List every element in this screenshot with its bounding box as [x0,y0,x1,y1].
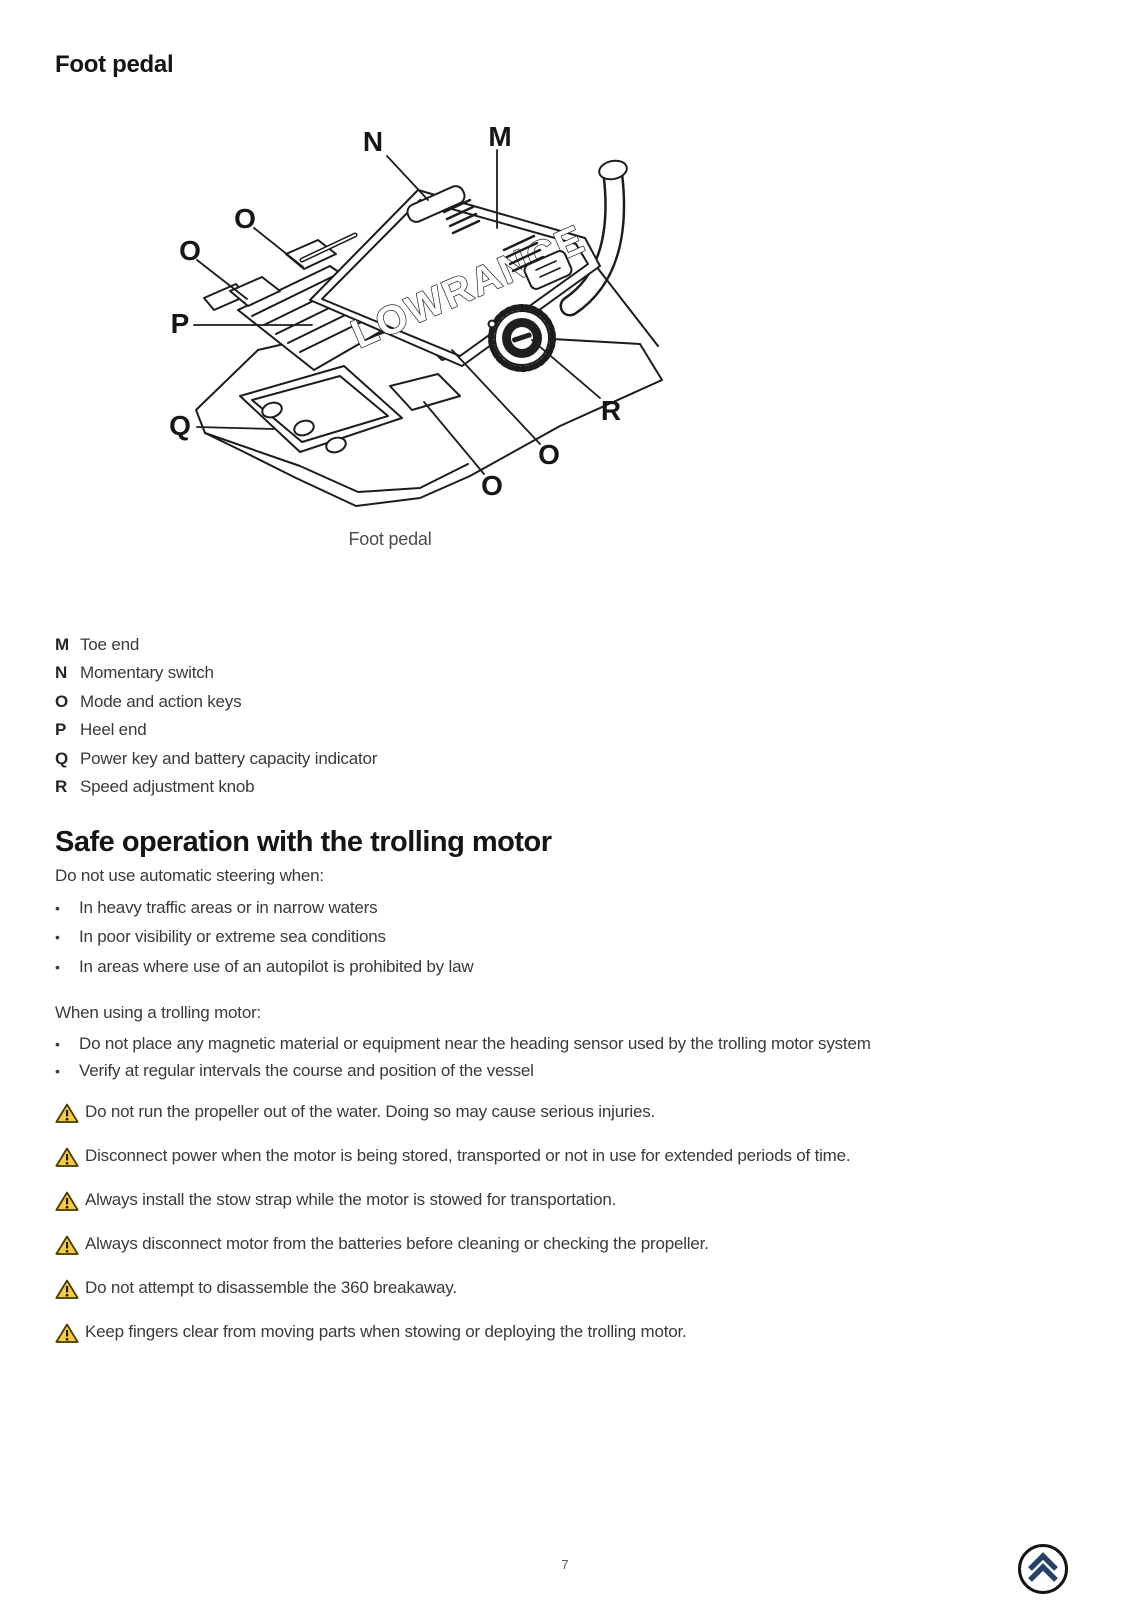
callout-legend: M Toe end N Momentary switch O Mode and act… [55,631,377,801]
legend-label: Speed adjustment knob [80,776,255,796]
warnings-list: Do not run the propeller out of the wate… [55,1101,851,1365]
callout-label-r: R [601,395,621,426]
list-item-text: In areas where use of an autopilot is pr… [79,956,474,976]
warning-triangle-icon [55,1191,79,1211]
list-item: • Verify at regular intervals the course … [55,1057,871,1084]
bullet-list-trolling: • Do not place any magnetic material or e… [55,1030,871,1085]
legend-label: Mode and action keys [80,691,242,711]
warning-row: Disconnect power when the motor is being… [55,1145,851,1169]
power-key-plate [239,365,403,454]
section-heading: Safe operation with the trolling motor [55,826,552,858]
bullet-icon: • [55,1063,60,1080]
speed-knob [487,304,556,372]
callout-label-o2: O [179,235,201,266]
toe-pedal: LOWRANCE [309,189,601,367]
warning-row: Keep fingers clear from moving parts whe… [55,1321,850,1345]
legend-item: P Heel end [55,716,377,744]
bullet-icon: • [55,958,60,975]
badge [523,250,573,290]
legend-label: Heel end [80,720,147,740]
callout-label-m: M [488,121,511,152]
legend-key: Q [55,748,69,768]
diagram-caption: Foot pedal [348,529,432,549]
cable [559,159,628,317]
warning-text: Keep fingers clear from moving parts whe… [85,1322,687,1341]
list-item-text: In heavy traffic areas or in narrow wate… [79,898,378,917]
legend-label: Power key and battery capacity indicator [80,748,378,768]
warning-triangle-icon [55,1235,79,1255]
bullet-icon: • [55,1036,60,1052]
warning-text: Do not attempt to disassemble the 360 br… [85,1278,457,1297]
legend-label: Toe end [80,635,140,654]
list-item: • In poor visibility or extreme sea condi… [55,922,473,951]
list-item-text: In poor visibility or extreme sea condit… [79,927,386,947]
warning-row: Always disconnect motor from the batteri… [55,1233,850,1257]
list-item-text: Verify at regular intervals the course a… [79,1061,534,1081]
warning-row: Always install the stow strap while the … [55,1189,850,1213]
legend-item: M Toe end [55,631,377,659]
legend-key: R [55,776,68,796]
list-item: • Do not place any magnetic material or e… [55,1030,871,1057]
warning-text: Disconnect power when the motor is being… [85,1146,851,1165]
page-number: 7 [561,1557,569,1572]
lowrance-arrows-logo-icon [1018,1544,1068,1594]
warning-text: Always install the stow strap while the … [85,1190,617,1209]
callout-label-o3: O [538,439,560,470]
page-title: Foot pedal [55,51,174,78]
legend-key: M [55,635,70,654]
warning-triangle-icon [55,1103,79,1123]
warning-row: Do not run the propeller out of the wate… [55,1101,850,1125]
callout-labels: N M O O P Q R O O [169,121,621,501]
warning-triangle-icon [55,1279,79,1299]
intro-paragraph-2: When using a trolling motor: [55,1003,262,1022]
warning-triangle-icon [55,1323,79,1343]
legend-key: N [55,663,68,683]
momentary-switch [406,185,466,223]
callout-label-n: N [363,126,383,157]
legend-item: Q Power key and battery capacity indicato… [55,745,377,773]
callout-label-o4: O [481,470,503,501]
callout-label-p: P [171,308,190,339]
callout-label-q: Q [169,410,191,441]
legend-item: O Mode and action keys [55,688,377,716]
list-item: • In areas where use of an autopilot is p… [55,952,474,981]
intro-paragraph: Do not use automatic steering when: [55,866,324,885]
foot-pedal-diagram: LOWRANCE [169,121,663,507]
warning-text: Always disconnect motor from the batteri… [85,1234,709,1253]
legend-key: O [55,691,69,711]
list-item: • In heavy traffic areas or in narrow wat… [55,893,473,922]
bullet-list-steering: • In heavy traffic areas or in narrow wat… [55,893,474,981]
callout-lines [193,149,601,475]
warning-triangle-icon [55,1147,79,1167]
list-item-text: Do not place any magnetic material or eq… [79,1034,871,1053]
legend-key: P [55,720,67,740]
legend-item: N Momentary switch [55,659,377,687]
legend-label: Momentary switch [80,663,214,683]
bullet-icon: • [55,929,60,946]
callout-label-o1: O [234,203,256,234]
vent-slots [442,198,545,273]
warning-row: Do not attempt to disassemble the 360 br… [55,1277,850,1301]
legend-item: R Speed adjustment knob [55,773,377,801]
bullet-icon: • [55,900,60,916]
warning-text: Do not run the propeller out of the wate… [85,1102,656,1121]
